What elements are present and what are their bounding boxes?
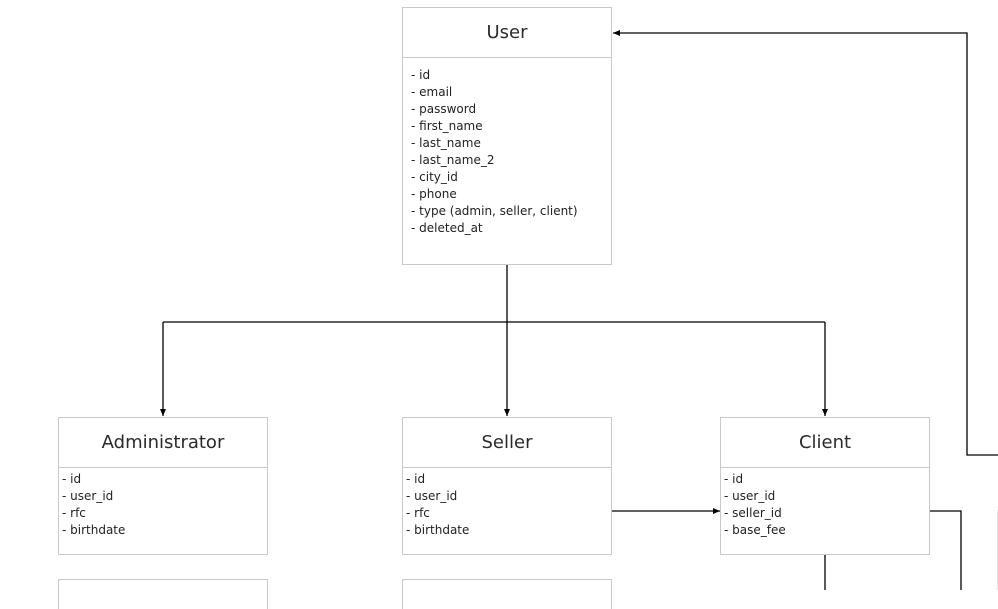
field-item: - id [406,472,426,486]
field-item: - base_fee [724,523,786,537]
field-item: - city_id [411,170,458,184]
field-item: - first_name [411,119,483,133]
entity-administrator-fields: - id - user_id - rfc - birthdate [59,468,267,539]
entity-partial-middle [402,579,612,609]
entity-user: User - id - email - password - first_nam… [402,7,612,265]
entity-seller-fields: - id - user_id - rfc - birthdate [403,468,611,539]
field-item: - birthdate [62,523,126,537]
field-item: - last_name_2 [411,153,495,167]
entity-partial-left [58,579,268,609]
field-item: - id [411,68,431,82]
field-item: - id [724,472,744,486]
entity-seller-title: Seller [403,418,611,468]
entity-administrator-title: Administrator [59,418,267,468]
entity-user-fields: - id - email - password - first_name - l… [403,58,611,237]
entity-seller: Seller - id - user_id - rfc - birthdate [402,417,612,555]
field-item: - rfc [406,506,430,520]
entity-user-title: User [403,8,611,58]
field-item: - birthdate [406,523,470,537]
field-item: - last_name [411,136,481,150]
connector-return-user [613,30,998,456]
field-item: - user_id [724,489,776,503]
connector-client-right [930,510,962,590]
field-item: - password [411,102,477,116]
field-item: - type (admin, seller, client) [411,204,578,218]
field-item: - seller_id [724,506,782,520]
connector-layer [160,30,998,590]
entity-client-fields: - id - user_id - seller_id - base_fee [721,468,929,539]
entity-administrator: Administrator - id - user_id - rfc - bir… [58,417,268,555]
field-item: - id [62,472,82,486]
field-item: - email [411,85,453,99]
field-item: - rfc [62,506,86,520]
entity-client: Client - id - user_id - seller_id - base… [720,417,930,555]
entity-client-title: Client [721,418,929,468]
field-item: - phone [411,187,457,201]
field-item: - user_id [62,489,114,503]
field-item: - deleted_at [411,221,483,235]
field-item: - user_id [406,489,458,503]
